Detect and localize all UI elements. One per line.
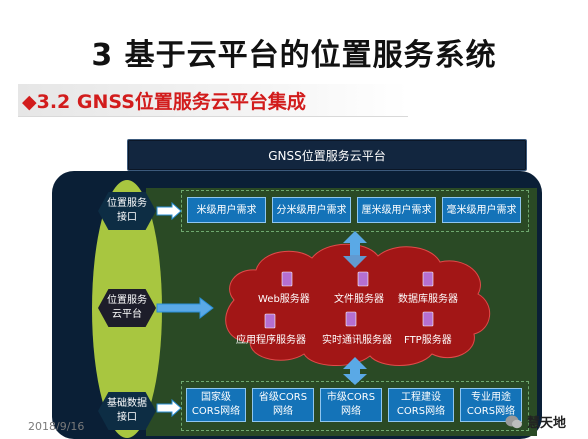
watermark-text: 慧天地 xyxy=(527,416,567,431)
platform-header: GNSS位置服务云平台 xyxy=(127,139,527,171)
cors-network-box: 国家级 CORS网络 xyxy=(186,388,246,422)
arrow-interface xyxy=(156,201,182,221)
server-label: 实时通讯服务器 xyxy=(322,335,392,346)
wechat-icon xyxy=(505,415,522,428)
arrow-cloud xyxy=(156,296,214,320)
double-arrow-top xyxy=(343,231,367,268)
subtitle-bar xyxy=(18,84,408,117)
slide-date: 2018/9/16 xyxy=(28,420,85,433)
watermark: 慧天地 xyxy=(505,412,566,431)
cors-network-box: 省级CORS 网络 xyxy=(252,388,314,422)
platform-header-text: GNSS位置服务云平台 xyxy=(268,149,386,163)
user-need-box: 分米级用户需求 xyxy=(272,197,351,223)
section-subtitle: ◆3.2 GNSS位置服务云平台集成 xyxy=(22,91,306,113)
server-icon xyxy=(264,271,434,329)
arrow-base xyxy=(156,398,182,418)
server-label: 数据库服务器 xyxy=(398,294,458,305)
hex-cloud-layer: 位置服务 云平台 xyxy=(98,289,156,327)
cors-network-box: 工程建设 CORS网络 xyxy=(388,388,454,422)
double-arrow-bottom xyxy=(343,357,367,385)
user-need-box: 米级用户需求 xyxy=(187,197,266,223)
hex-interface-layer: 位置服务 接口 xyxy=(98,192,156,230)
hex-base-layer: 基础数据 接口 xyxy=(98,392,156,430)
server-label: 应用程序服务器 xyxy=(236,335,306,346)
server-label: FTP服务器 xyxy=(404,335,452,346)
server-label: Web服务器 xyxy=(258,294,310,305)
user-need-box: 毫米级用户需求 xyxy=(442,197,521,223)
server-label: 文件服务器 xyxy=(334,294,384,305)
user-need-box: 厘米级用户需求 xyxy=(357,197,436,223)
cors-network-box: 市级CORS 网络 xyxy=(320,388,382,422)
page-title: 3 基于云平台的位置服务系统 xyxy=(91,38,497,73)
